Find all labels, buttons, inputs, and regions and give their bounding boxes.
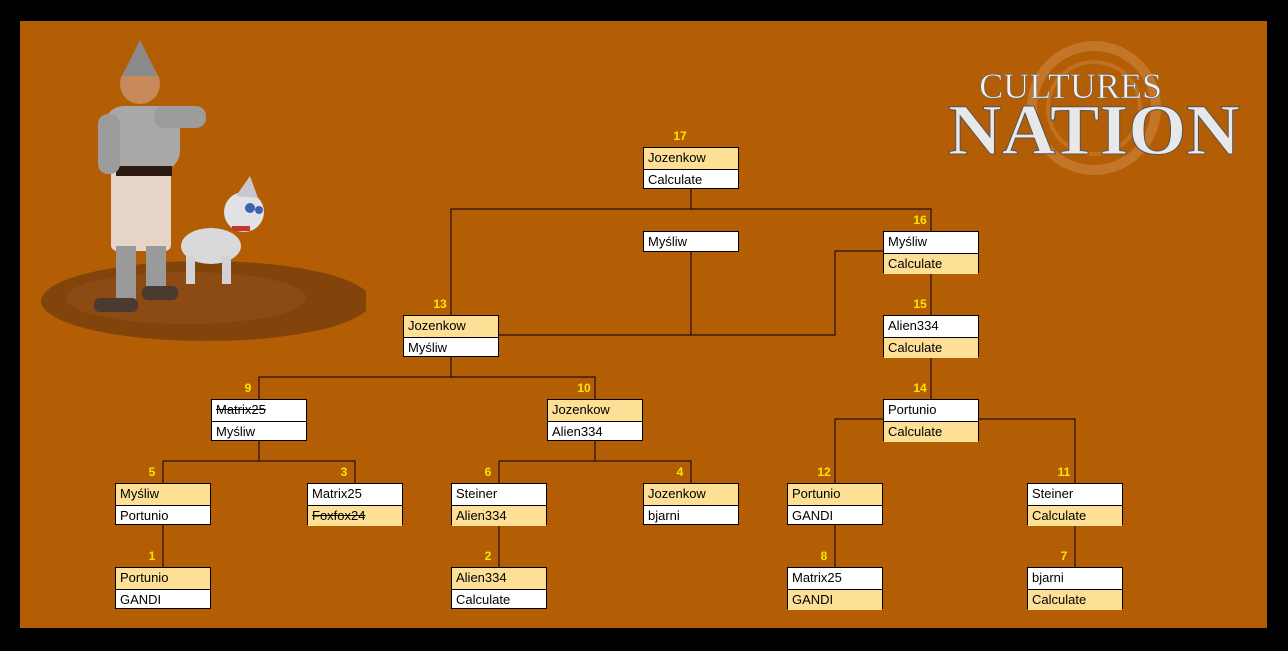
player-slot[interactable]: Alien334: [452, 568, 546, 590]
player-slot[interactable]: Jozenkow: [644, 484, 738, 506]
player-slot[interactable]: Myśliw: [216, 424, 255, 439]
match-number: 4: [676, 465, 684, 479]
player-slot[interactable]: Steiner: [452, 484, 546, 506]
player-slot[interactable]: GANDI: [120, 592, 162, 607]
player-slot[interactable]: Calculate: [1028, 506, 1122, 526]
player-slot[interactable]: Matrix25: [212, 400, 306, 422]
match-number: 17: [673, 129, 687, 143]
match-number: 9: [244, 381, 252, 395]
match-number: 1: [148, 549, 156, 563]
logo-line1: CULTURES: [979, 66, 1162, 106]
match-number: 13: [433, 297, 447, 311]
player-slot[interactable]: Jozenkow: [548, 400, 642, 422]
player-slot[interactable]: Portunio: [120, 508, 169, 523]
player-slot[interactable]: Portunio: [884, 400, 978, 422]
match-number: 10: [577, 381, 591, 395]
player-slot[interactable]: Calculate: [884, 338, 978, 358]
match-number: 16: [913, 213, 927, 227]
player-slot[interactable]: Alien334: [552, 424, 603, 439]
player-slot[interactable]: Calculate: [456, 592, 511, 607]
player-slot[interactable]: bjarni: [1028, 568, 1122, 590]
logo-line2: NATION: [948, 90, 1240, 170]
player-slot[interactable]: Calculate: [648, 172, 703, 187]
player-slot[interactable]: Calculate: [1028, 590, 1122, 610]
third-place-entry[interactable]: Myśliw: [643, 231, 739, 252]
player-slot[interactable]: Matrix25: [308, 484, 402, 506]
player-slot[interactable]: Jozenkow: [644, 148, 738, 170]
player-slot[interactable]: Myśliw: [884, 232, 978, 254]
player-slot[interactable]: Calculate: [884, 254, 978, 274]
match-number: 12: [817, 465, 831, 479]
match-number: 5: [148, 465, 156, 479]
match-number: 7: [1060, 549, 1068, 563]
viking-and-dog-illustration: [36, 36, 371, 341]
match-number: 11: [1057, 465, 1071, 479]
player-slot[interactable]: Matrix25: [788, 568, 882, 590]
player-slot[interactable]: Foxfox24: [308, 506, 402, 526]
player-slot[interactable]: bjarni: [648, 508, 680, 523]
player-slot[interactable]: Calculate: [884, 422, 978, 442]
match-number: 2: [484, 549, 492, 563]
player-slot[interactable]: Alien334: [452, 506, 546, 526]
player-slot[interactable]: GANDI: [792, 508, 834, 523]
player-slot[interactable]: GANDI: [788, 590, 882, 610]
player-slot[interactable]: Myśliw: [408, 340, 447, 355]
player-slot[interactable]: Steiner: [1028, 484, 1122, 506]
cultures-nation-logo: CULTURES NATION: [944, 36, 1244, 186]
player-slot[interactable]: Myśliw: [116, 484, 210, 506]
match-number: 15: [913, 297, 927, 311]
match-4: Jozenkow bjarni: [643, 483, 739, 525]
match-number: 3: [340, 465, 348, 479]
player-slot[interactable]: Portunio: [788, 484, 882, 506]
player-slot[interactable]: Portunio: [116, 568, 210, 590]
player-slot[interactable]: Alien334: [884, 316, 978, 338]
match-number: 6: [484, 465, 492, 479]
player-slot[interactable]: Jozenkow: [404, 316, 498, 338]
match-number: 14: [913, 381, 927, 395]
match-number: 8: [820, 549, 828, 563]
